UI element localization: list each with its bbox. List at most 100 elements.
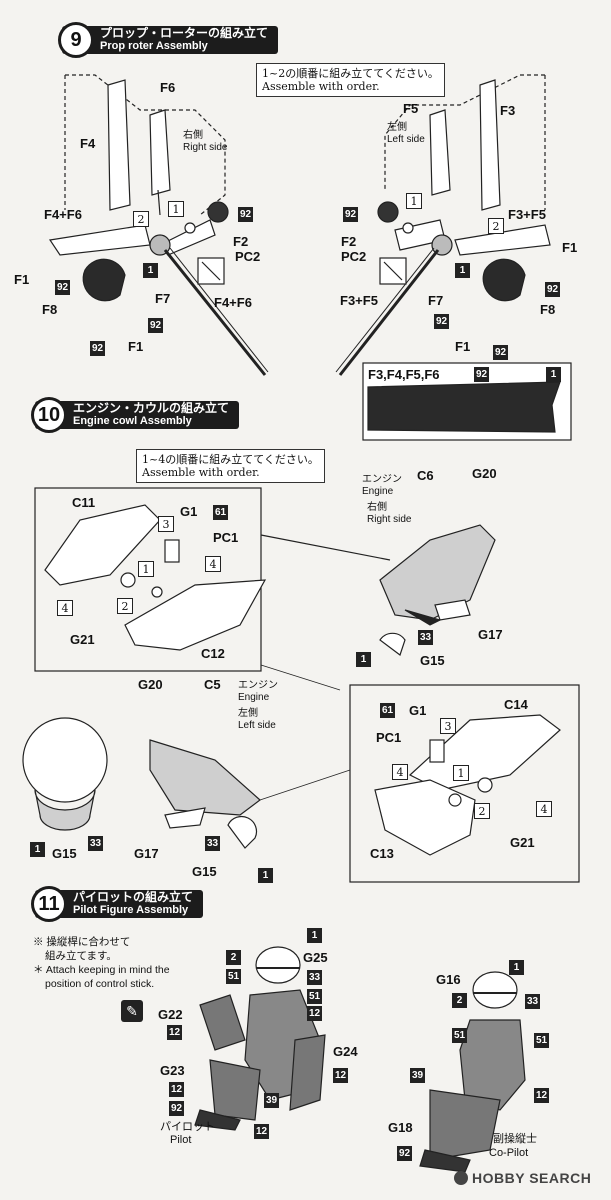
order-mark: 4	[392, 764, 408, 780]
step-title-jp: エンジン・カウルの組み立て	[73, 401, 230, 415]
part-f6: F6	[160, 80, 176, 95]
color-12: 12	[254, 1124, 269, 1139]
note-en: position of control stick.	[45, 978, 155, 990]
color-92: 92	[238, 207, 253, 222]
color-61: 61	[213, 505, 228, 520]
step-title-jp: プロップ・ローターの組み立て	[100, 26, 269, 40]
side-left-jp: 左側	[387, 122, 407, 133]
color-51: 51	[307, 989, 322, 1004]
color-1: 1	[356, 652, 371, 667]
part-g21: G21	[510, 835, 535, 850]
color-33: 33	[307, 970, 322, 985]
part-f1: F1	[14, 272, 30, 287]
part-pc2: PC2	[235, 249, 261, 264]
step-title-en: Pilot Figure Assembly	[73, 904, 189, 916]
color-33: 33	[418, 630, 433, 645]
color-2: 2	[226, 950, 241, 965]
engine-en: Engine	[238, 692, 270, 703]
part-f7: F7	[428, 293, 444, 308]
part-g18: G18	[388, 1120, 413, 1135]
part-c5: C5	[204, 677, 221, 692]
part-g20: G20	[472, 466, 497, 481]
order-mark: 1	[168, 201, 184, 217]
engine-jp: エンジン	[362, 474, 402, 485]
part-f2: F2	[341, 234, 357, 249]
color-1: 1	[143, 263, 158, 278]
step-number: 10	[31, 397, 67, 433]
order-mark: 3	[440, 718, 456, 734]
part-f8: F8	[42, 302, 58, 317]
part-g22: G22	[158, 1007, 183, 1022]
step-title-en: Engine cowl Assembly	[73, 415, 192, 427]
side-left-en: Left side	[238, 720, 276, 731]
color-1: 1	[307, 928, 322, 943]
order-mark: 2	[133, 211, 149, 227]
part-f1: F1	[128, 339, 144, 354]
color-33: 33	[205, 836, 220, 851]
part-f4f6: F4+F6	[214, 295, 252, 310]
part-f4: F4	[80, 136, 96, 151]
note-en: Assemble with order.	[262, 80, 380, 93]
part-f3f5: F3+F5	[340, 293, 378, 308]
part-g16: G16	[436, 972, 461, 987]
part-f5: F5	[403, 101, 419, 116]
part-pc1: PC1	[213, 530, 239, 545]
order-mark: 1	[453, 765, 469, 781]
part-g23: G23	[160, 1063, 185, 1078]
note-jp: 1~2の順番に組み立ててください。	[262, 67, 439, 80]
engine-en: Engine	[362, 486, 394, 497]
dashed-callout	[65, 74, 226, 216]
color-1: 1	[258, 868, 273, 883]
color-39: 39	[264, 1093, 279, 1108]
step-number: 11	[31, 886, 67, 922]
note-en: ＊ Attach keeping in mind the	[33, 964, 170, 976]
note-jp: ※ 操縦桿に合わせて	[33, 936, 131, 948]
side-left-en: Left side	[387, 134, 425, 145]
part-f4f6: F4+F6	[44, 207, 82, 222]
part-c13: C13	[370, 846, 394, 861]
part-g21: G21	[70, 632, 95, 647]
watermark: HOBBY SEARCH	[472, 1170, 592, 1186]
pilot-en: Pilot	[170, 1134, 192, 1146]
part-f7: F7	[155, 291, 171, 306]
pilot-jp: パイロット	[160, 1121, 215, 1133]
side-right-en: Right side	[183, 142, 228, 153]
color-1: 1	[546, 367, 561, 382]
step-title-jp: パイロットの組み立て	[73, 890, 194, 904]
watermark-logo-icon	[454, 1171, 468, 1185]
part-c11: C11	[72, 495, 96, 510]
color-92: 92	[474, 367, 489, 382]
stick-note: ※ 操縦桿に合わせて 組み立てます。 ＊ Attach keeping in m…	[33, 935, 170, 991]
color-92: 92	[90, 341, 105, 356]
part-g15: G15	[52, 846, 77, 861]
part-g1: G1	[409, 703, 427, 718]
side-right-jp: 右側	[367, 502, 387, 513]
color-92: 92	[343, 207, 358, 222]
color-92: 92	[397, 1146, 412, 1161]
color-33: 33	[88, 836, 103, 851]
order-mark: 2	[474, 803, 490, 819]
copilot-jp: 副操縦士	[493, 1133, 537, 1145]
part-pc2: PC2	[341, 249, 367, 264]
part-c14: C14	[504, 697, 528, 712]
part-g15: G15	[192, 864, 217, 879]
part-f1: F1	[455, 339, 471, 354]
blade-assembly	[48, 224, 151, 256]
note-jp: 組み立てます。	[45, 950, 117, 962]
part-f3: F3	[500, 103, 516, 118]
color-51: 51	[534, 1033, 549, 1048]
part-g17: G17	[478, 627, 503, 642]
color-12: 12	[167, 1025, 182, 1040]
color-12: 12	[307, 1006, 322, 1021]
part-g1: G1	[180, 504, 198, 519]
step-number: 9	[58, 22, 94, 58]
color-92: 92	[493, 345, 508, 360]
color-92: 92	[148, 318, 163, 333]
part-g20: G20	[138, 677, 163, 692]
side-right-en: Right side	[367, 514, 412, 525]
color-51: 51	[226, 969, 241, 984]
step-11-header: 11 パイロットの組み立て Pilot Figure Assembly	[31, 886, 204, 922]
paint-group-label: F3,F4,F5,F6	[368, 367, 440, 382]
part-c12: C12	[201, 646, 225, 661]
